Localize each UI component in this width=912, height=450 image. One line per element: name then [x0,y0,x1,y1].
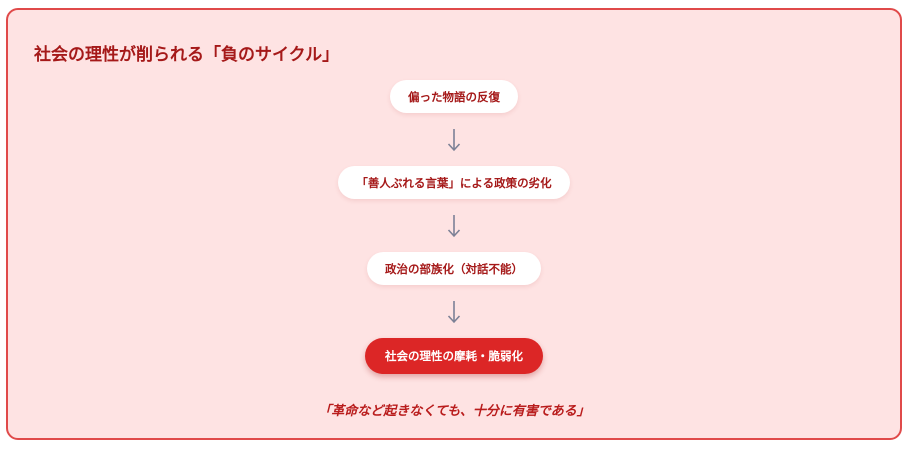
arrow-down-icon [447,285,461,338]
flow-step-reason-erosion: 社会の理性の摩耗・脆弱化 [365,338,543,374]
flow-step-biased-narrative: 偏った物語の反復 [390,80,518,113]
cycle-flow: 偏った物語の反復 「善人ぶれる言葉」による政策の劣化 政治の部族化（対話不能） … [8,80,900,374]
flow-step-policy-degradation: 「善人ぶれる言葉」による政策の劣化 [338,166,570,199]
cycle-card: 社会の理性が削られる「負のサイクル」 偏った物語の反復 「善人ぶれる言葉」による… [6,8,902,440]
arrow-down-icon [447,199,461,252]
arrow-down-icon [447,113,461,166]
card-title: 社会の理性が削られる「負のサイクル」 [34,45,340,65]
flow-step-political-tribalism: 政治の部族化（対話不能） [367,252,541,285]
summary-quote: 「革命など起きなくても、十分に有害である」 [318,404,590,419]
